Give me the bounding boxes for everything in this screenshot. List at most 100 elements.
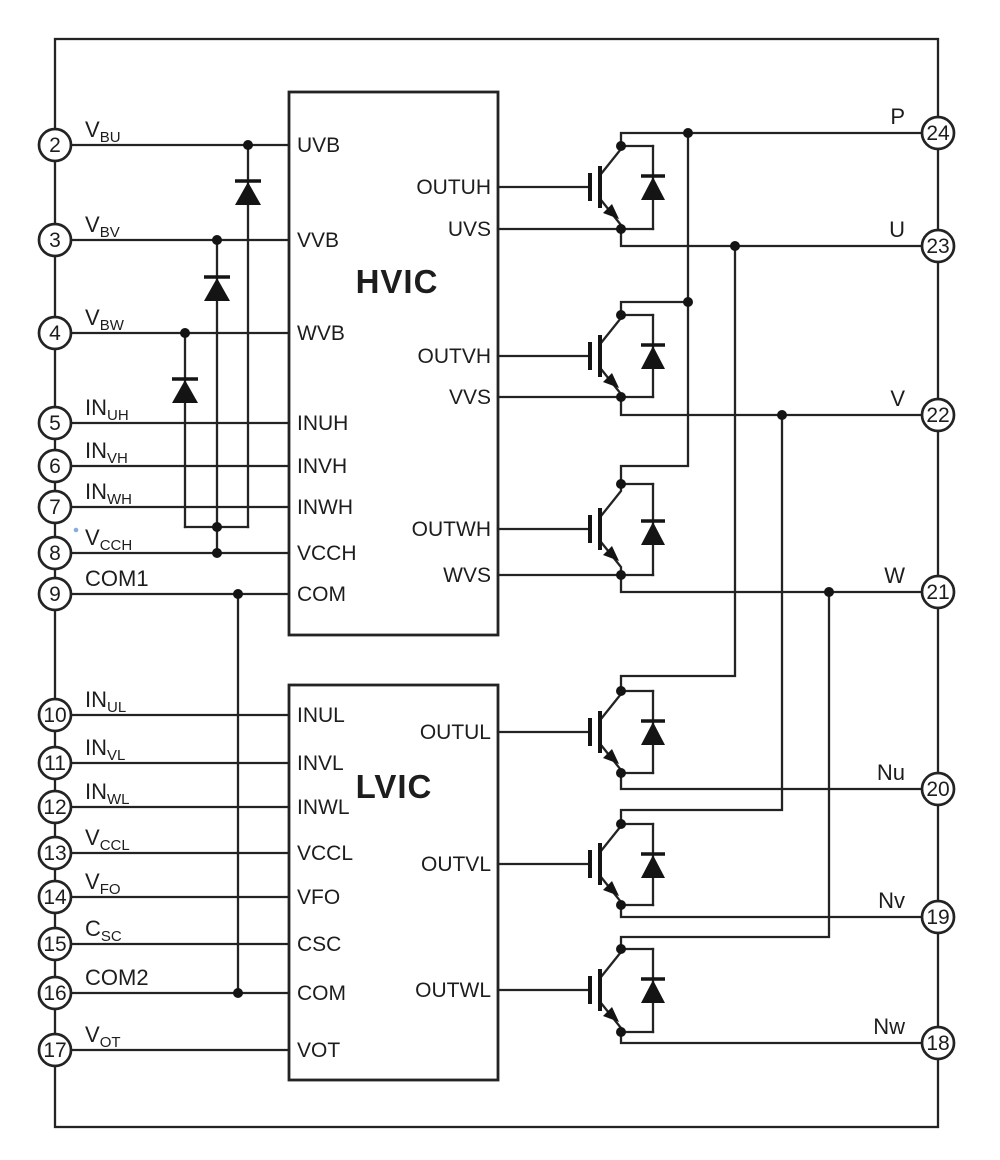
bootstrap-diode-v [204, 275, 230, 301]
pin-17-circle [37, 1032, 73, 1068]
lvic-port-inul: INUL [297, 704, 345, 727]
collector-node-dot [616, 479, 626, 489]
pin-21: 21 [920, 574, 956, 610]
pin-7-circle [37, 489, 73, 525]
igbt-cell-u-low [588, 686, 665, 778]
emitter-node-dot [616, 570, 626, 580]
collector-node-dot [616, 819, 626, 829]
pin-11: 11 [37, 745, 73, 781]
diode-triangle [641, 177, 665, 200]
hvic-port-outwh: OUTWH [412, 518, 491, 541]
hvic-port-invh: INVH [297, 455, 347, 478]
bootstrap-diode-w [172, 377, 198, 403]
junction-dot-bootstrap-bus [212, 522, 222, 532]
pin-14-number: 14 [43, 886, 67, 909]
pin-7-label: INWH [85, 479, 132, 508]
hvic-port-uvb: UVB [297, 134, 340, 157]
pin-20-circle [920, 771, 956, 807]
lvic-title: LVIC [356, 768, 433, 805]
hvic-port-wvb: WVB [297, 322, 345, 345]
hvic-port-vcch: VCCH [297, 542, 357, 565]
junction-dot-vbv [212, 235, 222, 245]
pin-24-circle [920, 115, 956, 151]
lvic-port-outvl: OUTVL [421, 853, 491, 876]
igbt-cell-u-high [588, 141, 665, 234]
hvic-port-com: COM [297, 583, 346, 606]
pin-15: 15 [37, 926, 73, 962]
emitter-node-dot [616, 900, 626, 910]
wire-u-bus [619, 244, 737, 693]
pin-3: 3 [37, 222, 73, 258]
pin-9: 9 [37, 576, 73, 612]
pin-5-label: INUH [85, 395, 129, 424]
junction-dot-com1 [233, 589, 243, 599]
emitter-lead [599, 540, 623, 577]
pin-12-circle [37, 789, 73, 825]
artifact-dot [73, 527, 79, 533]
pin-9-circle [37, 576, 73, 612]
pin-17-label: VOT [85, 1022, 121, 1051]
pin-21-number: 21 [926, 581, 949, 604]
collector-lead [599, 947, 623, 979]
pin-12: 12 [37, 789, 73, 825]
pin-15-circle [37, 926, 73, 962]
pin-8-circle [37, 535, 73, 571]
emitter-arrow [603, 881, 619, 896]
emitter-node-dot [616, 768, 626, 778]
pin-6-label: INVH [85, 438, 128, 467]
wire-nu [619, 771, 924, 791]
diode-triangle [172, 380, 198, 403]
pin-12-number: 12 [43, 796, 66, 819]
pin-24-number: 24 [926, 122, 950, 145]
pin-19-label: Nv [878, 888, 905, 913]
pin-9-number: 9 [49, 583, 61, 606]
wire-nv [619, 903, 924, 919]
emitter-arrow [603, 204, 619, 219]
collector-lead [599, 482, 623, 518]
pin-21-circle [920, 574, 956, 610]
pin-17: 17 [37, 1032, 73, 1068]
emitter-node-dot [616, 224, 626, 234]
pin-15-number: 15 [43, 933, 66, 956]
diode-triangle [641, 522, 665, 545]
junction-dot-com2 [233, 988, 243, 998]
pin-3-circle [37, 222, 73, 258]
pin-23-circle [920, 228, 956, 264]
hvic-port-uvs: UVS [448, 218, 491, 241]
hvic-block [287, 90, 500, 637]
igbt-cell-w-high [588, 479, 665, 580]
diode-triangle [641, 722, 665, 745]
lvic-port-csc: CSC [297, 933, 341, 956]
pin-12-label: INWL [85, 779, 130, 808]
pin-10-circle [37, 697, 73, 733]
hvic-port-inuh: INUH [297, 412, 348, 435]
pin-5-circle [37, 405, 73, 441]
pin-4-circle [37, 315, 73, 351]
pin-17-number: 17 [43, 1039, 66, 1062]
collector-node-dot [616, 944, 626, 954]
emitter-arrow [603, 1007, 619, 1022]
junction-dot-w [824, 587, 834, 597]
wire-vh-collector [619, 300, 690, 317]
emitter-node-dot [616, 1027, 626, 1037]
pin-16-label: COM2 [85, 965, 149, 990]
pin-18-circle [920, 1025, 956, 1061]
pin-16-number: 16 [43, 982, 66, 1005]
pin-14-circle [37, 879, 73, 915]
pin-13-number: 13 [43, 842, 66, 865]
pin-5: 5 [37, 405, 73, 441]
pin-2-number: 2 [49, 134, 61, 157]
lvic-port-vccl: VCCL [297, 842, 353, 865]
wire-p-rail [619, 131, 924, 148]
pin-14: 14 [37, 879, 73, 915]
pin-13-label: VCCL [85, 825, 130, 854]
emitter-arrow [603, 546, 619, 561]
junction-dot-vbu [243, 140, 253, 150]
pin-2: 2 [37, 127, 73, 163]
junction-dot-v [777, 410, 787, 420]
pin-22-circle [920, 397, 956, 433]
collector-node-dot [616, 310, 626, 320]
pin-19: 19 [920, 899, 956, 935]
pin-24-label: P [890, 104, 905, 129]
